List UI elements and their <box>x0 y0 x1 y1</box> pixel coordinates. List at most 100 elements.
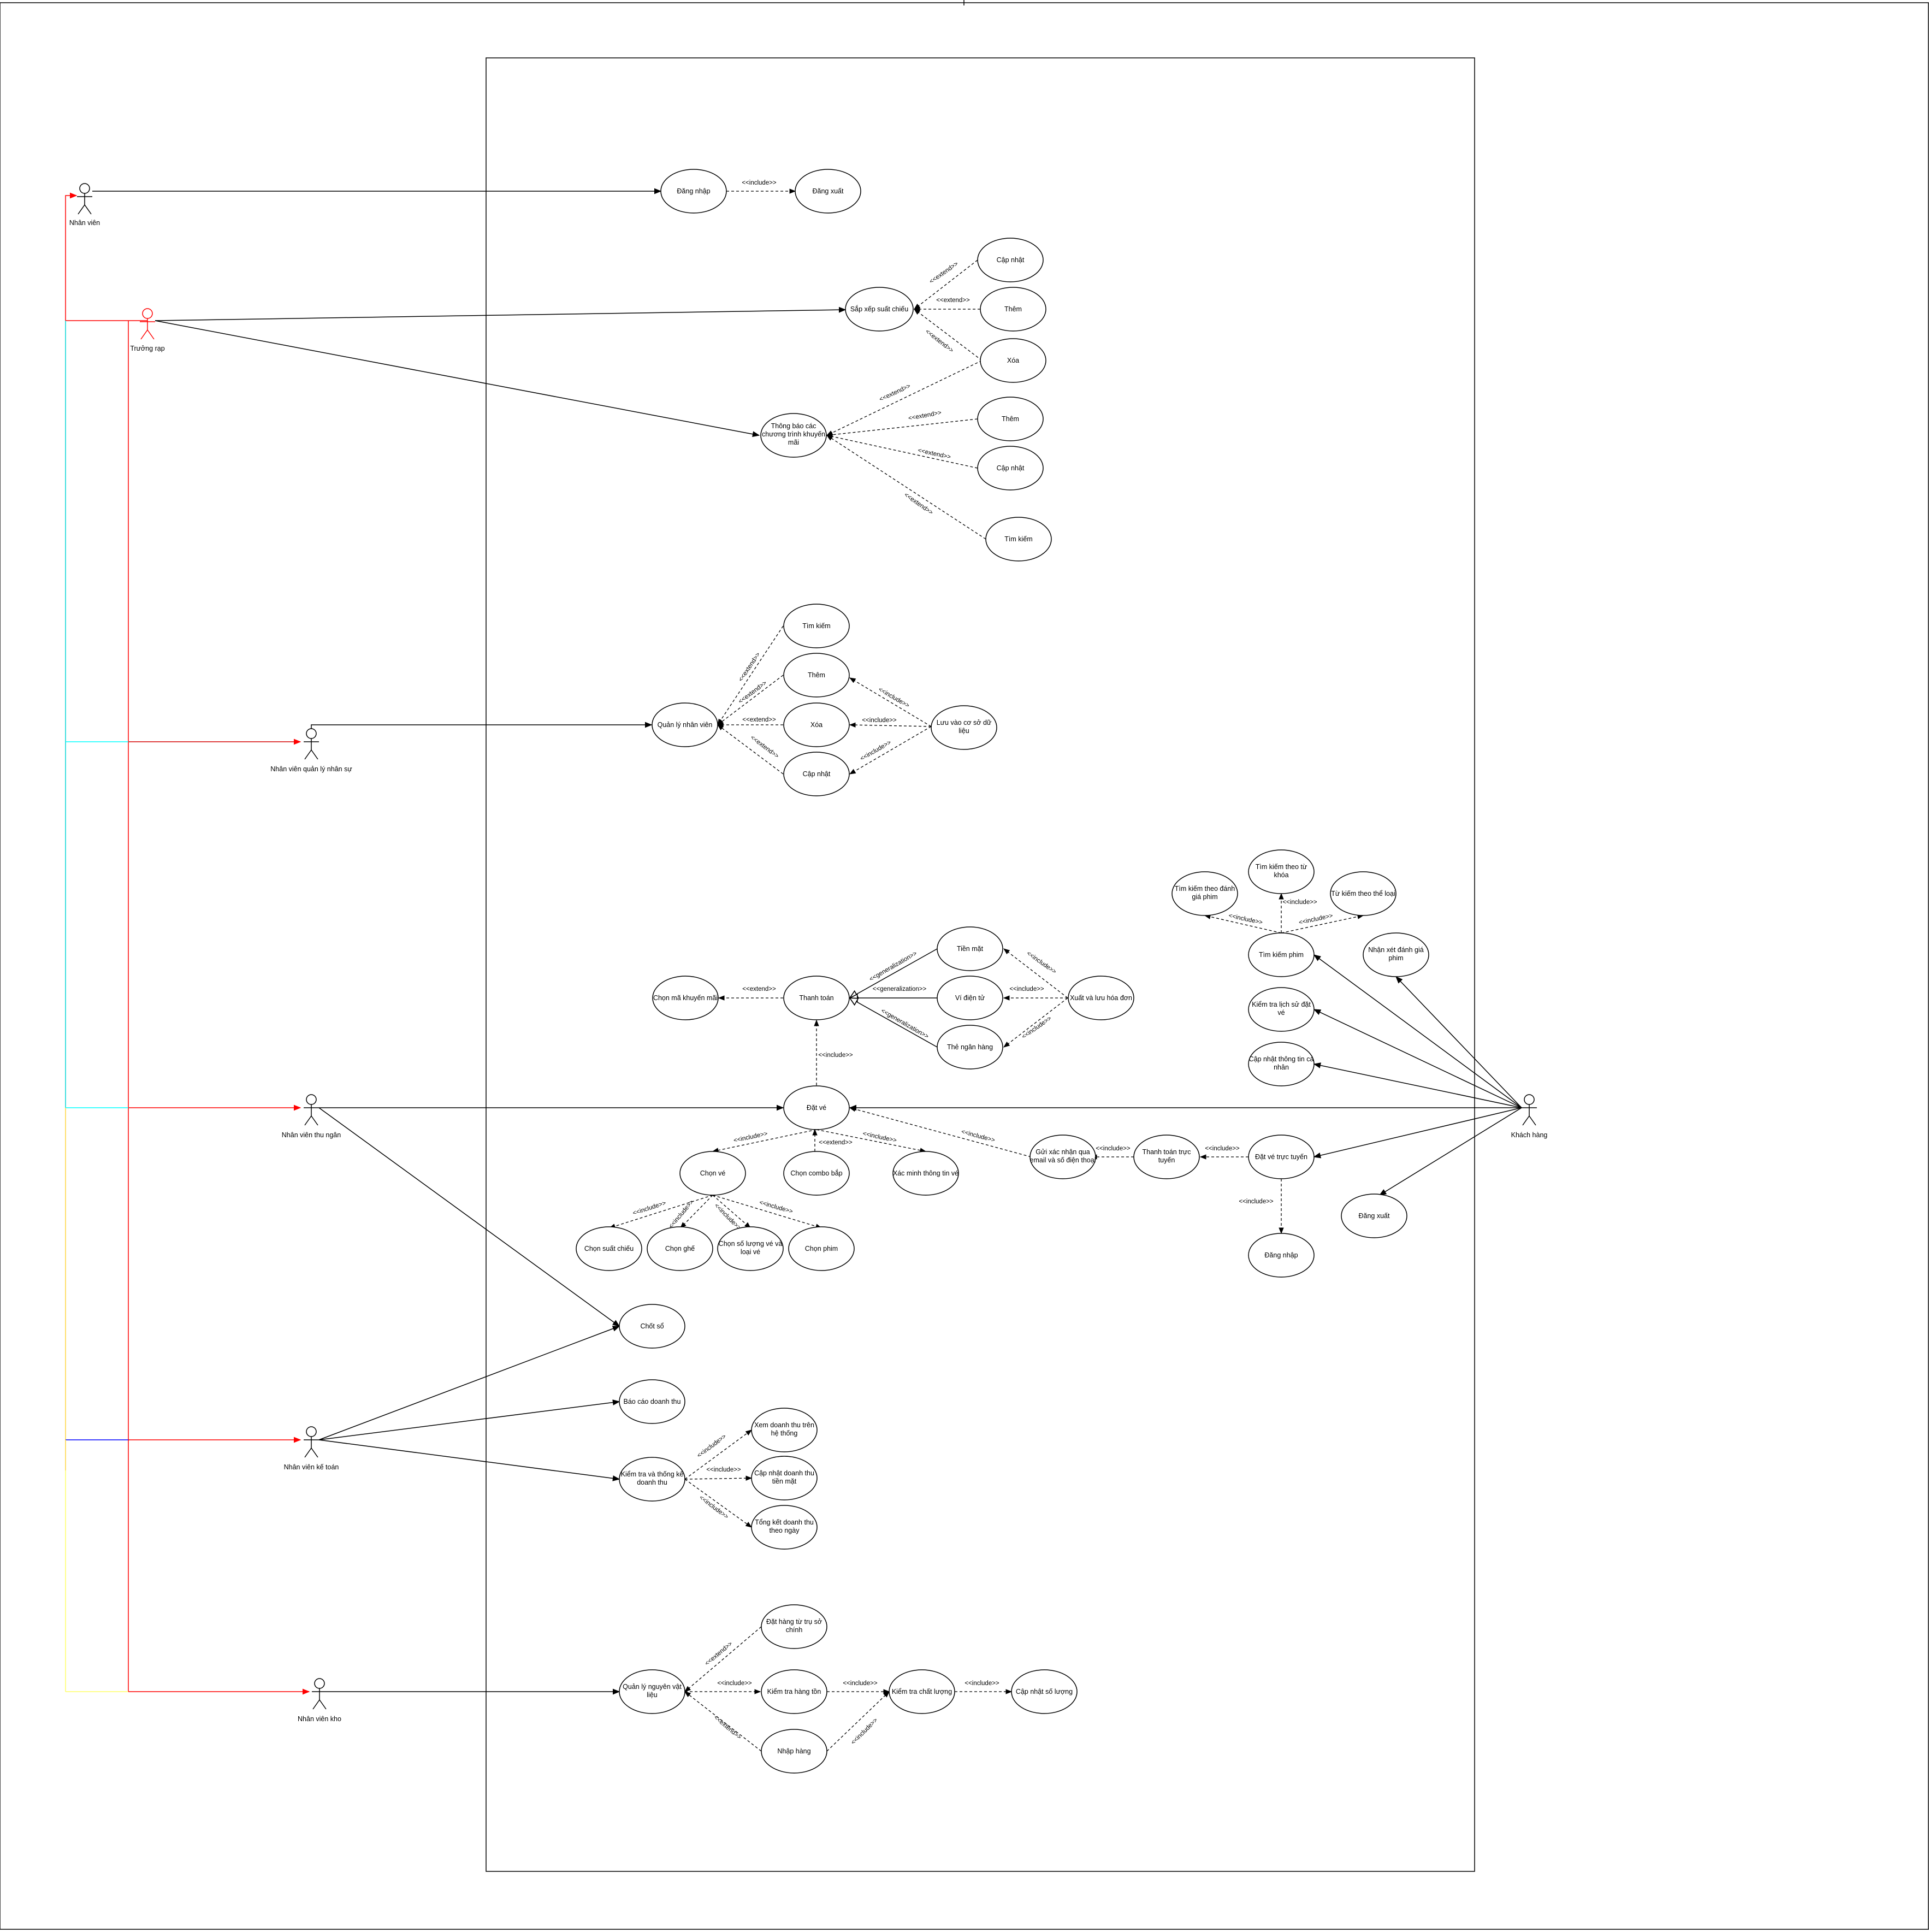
use-case-chon-phim[interactable]: Chọn phim <box>788 1226 855 1271</box>
use-case-sap-xep-suat-chieu[interactable]: Sắp xếp suất chiếu <box>845 287 914 332</box>
actor-nv-thu-ngan[interactable]: Nhân viên thu ngân <box>282 1094 341 1139</box>
actor-nv-nhan-su[interactable]: Nhân viên quản lý nhân sự <box>270 728 352 773</box>
use-case-label: liệu <box>958 727 969 735</box>
use-case-km-tim-kiem[interactable]: Tìm kiếm <box>985 517 1052 562</box>
use-case-tim-kiem-phim[interactable]: Tìm kiếm phim <box>1248 932 1315 977</box>
use-case-ssc-cap-nhat[interactable]: Cập nhật <box>977 238 1044 282</box>
use-case-cap-nhat-dt-tm[interactable]: Cập nhật doanh thu tiền mặt <box>751 1456 818 1500</box>
use-case-chot-so[interactable]: Chốt sổ <box>619 1304 685 1349</box>
include-label: <<include>> <box>862 717 897 724</box>
use-case-label: Cập nhật <box>803 770 831 778</box>
use-case-label: Chọn suất chiếu <box>584 1245 634 1252</box>
use-case-chon-so-luong[interactable]: Chọn số lượng vé và loại vé <box>717 1226 784 1271</box>
use-case-ql-nhan-vien[interactable]: Quản lý nhân viên <box>652 702 718 747</box>
use-case-ls-dat-ve[interactable]: Kiểm tra lịch sử đặt vé <box>1248 987 1315 1032</box>
use-case-km-cap-nhat[interactable]: Cập nhật <box>977 446 1044 491</box>
actor-label: Nhân viên kho <box>298 1715 341 1723</box>
include-label: <<include>> <box>706 1467 741 1473</box>
use-case-label: Cập nhật thông tin cá <box>1249 1055 1314 1063</box>
use-case-dat-ve[interactable]: Đặt vé <box>783 1085 850 1130</box>
use-case-nhan-xet[interactable]: Nhận xét đánh giá phim <box>1363 932 1429 977</box>
use-case-xem-dt-ht[interactable]: Xem doanh thu trên hệ thống <box>751 1408 818 1452</box>
include-label: <<include>> <box>1096 1145 1131 1152</box>
use-case-tk-the-loai[interactable]: Từ kiếm theo thể loại <box>1330 871 1397 916</box>
use-case-thanh-toan[interactable]: Thanh toán <box>783 976 850 1020</box>
use-case-cap-nhat-tt[interactable]: Cập nhật thông tin cá nhân <box>1248 1042 1315 1086</box>
use-case-xuat-hoa-don[interactable]: Xuất và lưu hóa đơn <box>1068 976 1134 1020</box>
use-case-label: mãi <box>788 439 799 446</box>
use-case-tk-tu-khoa[interactable]: Tìm kiếm theo từ khóa <box>1248 849 1315 894</box>
use-case-kh-dang-xuat[interactable]: Đăng xuất <box>1341 1194 1407 1238</box>
use-case-tong-ket-dt[interactable]: Tổng kết doanh thu theo ngày <box>751 1505 818 1550</box>
include-label: <<include>> <box>1298 913 1334 926</box>
include-label: <<include>> <box>850 1717 879 1746</box>
use-case-label: Đăng nhập <box>1264 1251 1298 1259</box>
include-label: <<include>> <box>733 1131 768 1144</box>
use-case-chon-ma-km[interactable]: Chọn mã khuyến mãi <box>652 976 719 1020</box>
use-case-tk-danh-gia[interactable]: Tìm kiếm theo đánh giá phim <box>1171 871 1238 916</box>
use-case-dang-nhap[interactable]: Đăng nhập <box>660 169 727 214</box>
include-label: <<include>> <box>877 686 910 709</box>
use-case-ql-nvl[interactable]: Quản lý nguyên vật liệu <box>619 1669 685 1714</box>
use-case-label: theo ngày <box>770 1527 800 1534</box>
generalization-lines <box>65 192 310 1695</box>
use-case-xac-minh-ve[interactable]: Xác minh thông tin vé <box>892 1151 959 1196</box>
use-case-nv-xoa[interactable]: Xóa <box>783 702 850 747</box>
actor-khach-hang[interactable]: Khách hàng <box>1511 1094 1548 1139</box>
use-case-thong-bao-km[interactable]: Thông báo các chương trình khuyến mãi <box>760 413 827 458</box>
include-label: <<include>> <box>713 1202 742 1231</box>
use-case-ssc-them[interactable]: Thêm <box>980 287 1046 332</box>
use-case-the-ngan-hang[interactable]: Thẻ ngân hàng <box>937 1025 1003 1070</box>
use-case-dang-xuat[interactable]: Đăng xuất <box>795 169 861 214</box>
use-case-nv-them[interactable]: Thêm <box>783 653 850 698</box>
use-case-kt-hang-ton[interactable]: Kiểm tra hàng tồn <box>761 1669 827 1714</box>
include-label: <<include>> <box>818 1052 853 1059</box>
use-case-label: Tìm kiếm theo từ <box>1256 863 1307 871</box>
use-case-tien-mat[interactable]: Tiền mặt <box>937 926 1003 971</box>
actor-nhan-vien[interactable]: Nhân viên <box>69 183 100 227</box>
use-case-chon-suat-chieu[interactable]: Chọn suất chiếu <box>576 1226 642 1271</box>
use-case-nv-cap-nhat[interactable]: Cập nhật <box>783 752 850 796</box>
use-case-thanh-toan-tt[interactable]: Thanh toán trực tuyến <box>1133 1135 1200 1179</box>
use-case-label: Xuất và lưu hóa đơn <box>1070 994 1132 1002</box>
use-case-kh-dang-nhap[interactable]: Đăng nhập <box>1248 1233 1315 1278</box>
use-case-bao-cao-dt[interactable]: Báo cáo doanh thu <box>619 1379 685 1424</box>
use-case-label: Kiểm tra hàng tồn <box>767 1688 821 1695</box>
use-case-km-them[interactable]: Thêm <box>977 397 1044 441</box>
include-label: <<include>> <box>964 1680 999 1687</box>
use-case-cap-nhat-so-luong[interactable]: Cập nhật số lượng <box>1011 1669 1078 1714</box>
extend-label: <<extend>> <box>924 328 955 354</box>
use-case-label: Chọn ghế <box>665 1245 695 1252</box>
use-case-chon-combo[interactable]: Chọn combo bắp <box>783 1151 850 1196</box>
generalization-label: <<generalization>> <box>873 986 927 992</box>
use-case-label: Chọn phim <box>805 1245 838 1252</box>
use-case-ssc-xoa[interactable]: Xóa <box>980 338 1046 383</box>
use-case-label: khóa <box>1274 871 1288 879</box>
include-label: <<include>> <box>696 1433 727 1460</box>
use-case-label: Thanh toán <box>799 994 833 1002</box>
use-case-chon-ghe[interactable]: Chọn ghế <box>647 1226 713 1271</box>
use-case-gui-xac-nhan[interactable]: Gửi xác nhận qua email và số điện thoại <box>1029 1135 1096 1179</box>
actor-nv-ke-toan[interactable]: Nhân viên kế toán <box>284 1426 339 1471</box>
use-case-label: liệu <box>647 1691 658 1699</box>
use-case-label: Tìm kiếm <box>802 622 830 630</box>
use-case-label: doanh thu <box>637 1479 667 1486</box>
use-case-luu-csdl[interactable]: Lưu vào cơ sở dữ liệu <box>931 705 997 750</box>
include-label: <<include>> <box>759 1200 794 1215</box>
extend-label: <<extend>> <box>928 261 960 285</box>
use-case-kiem-tra-tk-dt[interactable]: Kiểm tra và thống kê doanh thu <box>619 1457 685 1502</box>
use-case-label: Tiền mặt <box>957 945 984 953</box>
use-case-dat-ve-tt[interactable]: Đặt vé trực tuyến <box>1248 1135 1315 1179</box>
use-case-chon-ve[interactable]: Chọn vé <box>679 1151 746 1196</box>
use-case-vi-dien-tu[interactable]: Ví điện tử <box>937 976 1003 1020</box>
use-case-label: Xem doanh thu trên <box>754 1421 814 1429</box>
extend-label: <<extend>> <box>742 986 776 992</box>
use-case-nhap-hang[interactable]: Nhập hàng <box>761 1729 827 1774</box>
use-case-dat-hang-tru-so[interactable]: Đặt hàng từ trụ sở chính <box>761 1604 827 1649</box>
use-case-kt-chat-luong[interactable]: Kiểm tra chất lượng <box>889 1669 955 1714</box>
include-label: <<include>> <box>698 1494 730 1521</box>
actor-truong-rap[interactable]: Trưởng rạp <box>130 308 165 352</box>
extend-label: <<extend>> <box>908 410 942 422</box>
actor-nv-kho[interactable]: Nhân viên kho <box>298 1678 341 1723</box>
use-case-nv-tim-kiem[interactable]: Tìm kiếm <box>783 604 850 648</box>
